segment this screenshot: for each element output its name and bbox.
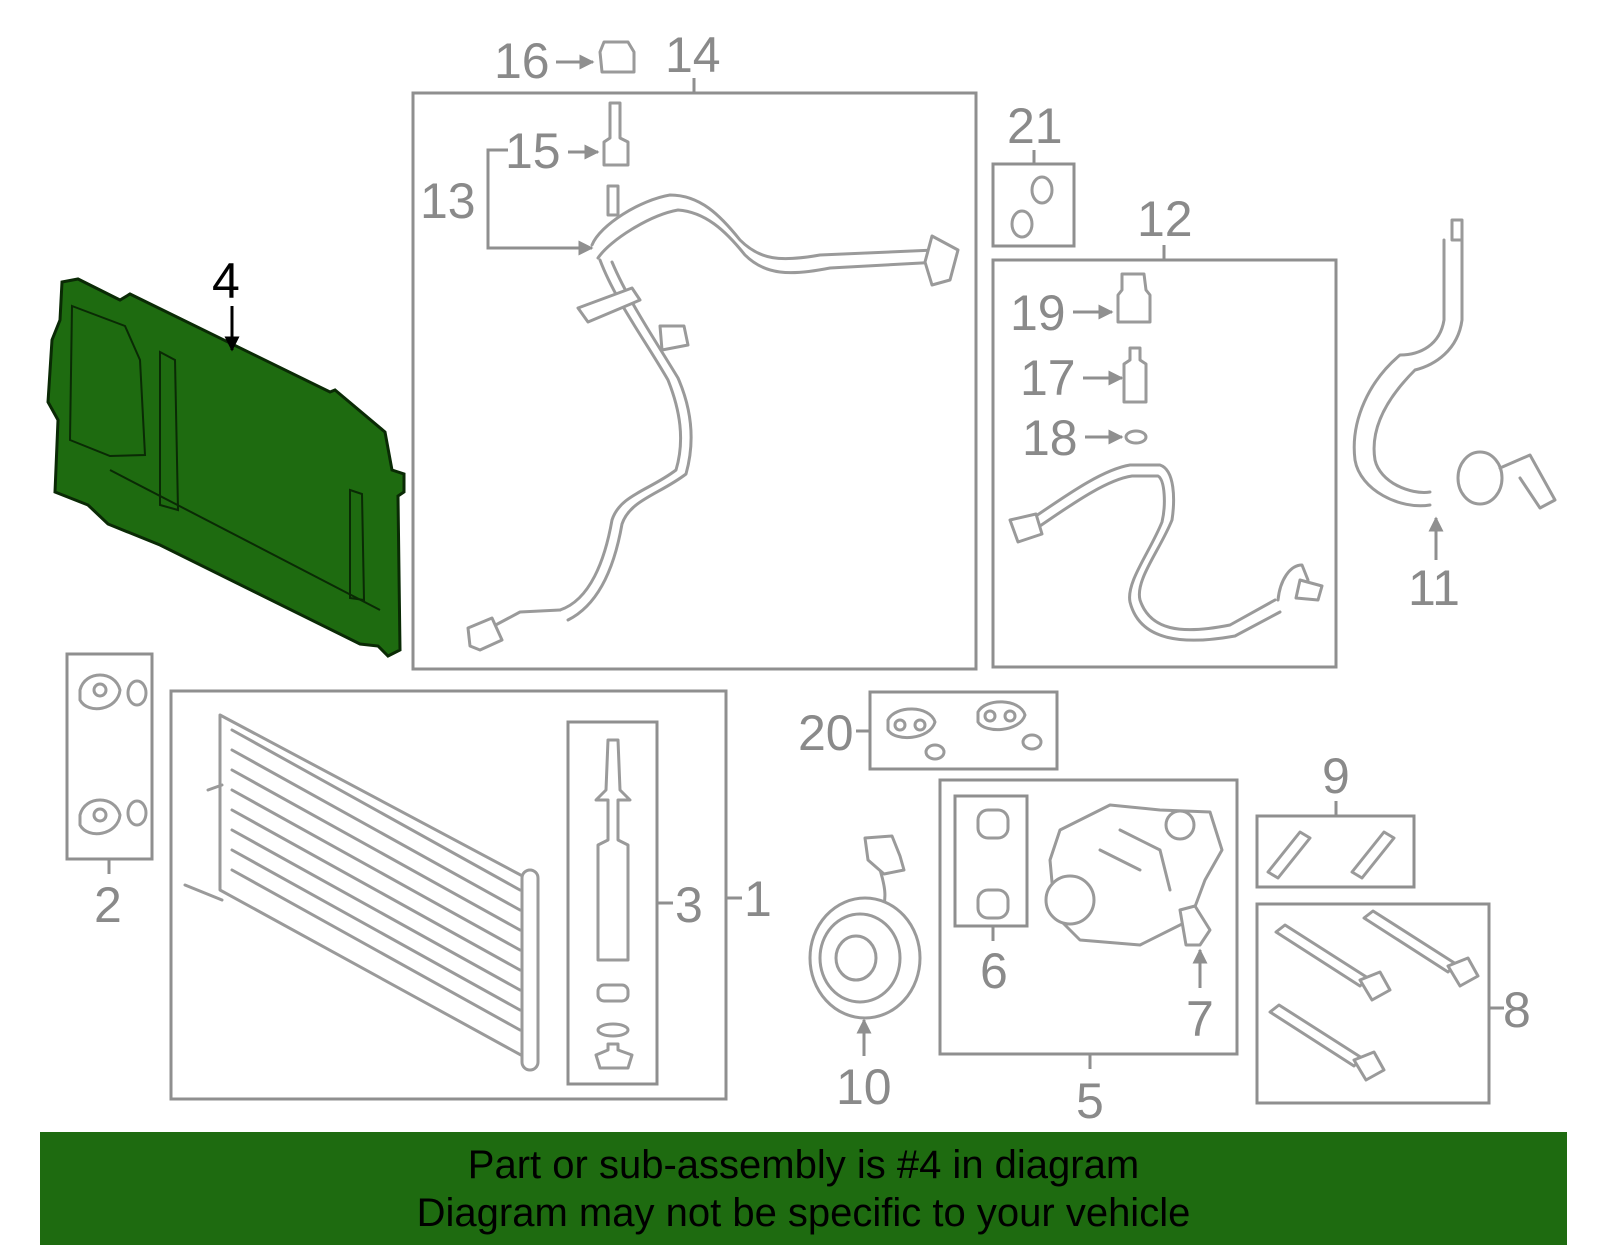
callout-2[interactable]: 2 (94, 877, 122, 933)
box-6 (953, 794, 1029, 928)
part-3-dryer[interactable] (594, 738, 634, 1070)
callout-5[interactable]: 5 (1076, 1073, 1104, 1129)
part-4-shroud[interactable] (46, 277, 406, 658)
part-2-seals[interactable] (78, 673, 148, 836)
callout-19[interactable]: 19 (1010, 285, 1066, 341)
info-banner: Part or sub-assembly is #4 in diagram Di… (40, 1132, 1567, 1245)
callout-15[interactable]: 15 (505, 123, 561, 179)
callout-21[interactable]: 21 (1007, 98, 1063, 154)
part-21-orings[interactable] (1010, 175, 1054, 239)
part-1-condenser[interactable] (183, 713, 540, 1072)
callout-16[interactable]: 16 (494, 33, 550, 89)
box-1 (169, 689, 728, 1101)
callout-6[interactable]: 6 (980, 943, 1008, 999)
callout-17[interactable]: 17 (1020, 350, 1076, 406)
banner-line-1: Part or sub-assembly is #4 in diagram (467, 1142, 1140, 1187)
box-8 (1255, 902, 1491, 1105)
part-20-seals[interactable] (886, 700, 1043, 761)
part-19-sensor[interactable] (1116, 272, 1152, 324)
callout-8[interactable]: 8 (1503, 982, 1531, 1038)
callout-7[interactable]: 7 (1186, 991, 1214, 1047)
part-8-bolts[interactable] (1268, 909, 1480, 1082)
part-18-oring[interactable] (1124, 429, 1148, 445)
leader-13 (486, 148, 594, 256)
callout-3[interactable]: 3 (675, 877, 703, 933)
part-15-switch[interactable] (602, 101, 630, 167)
callout-12[interactable]: 12 (1137, 191, 1193, 247)
part-16-cap[interactable] (598, 40, 636, 74)
part-12-line[interactable] (1008, 463, 1324, 642)
part-6-spacers[interactable] (976, 808, 1010, 920)
callout-4[interactable]: 4 (212, 253, 240, 309)
callout-9[interactable]: 9 (1322, 748, 1350, 804)
banner-line-2: Diagram may not be specific to your vehi… (416, 1190, 1191, 1235)
part-9-pins[interactable] (1266, 830, 1396, 880)
part-17-valve[interactable] (1122, 346, 1148, 404)
part-10-clutch[interactable] (808, 834, 922, 1020)
part-7-switch[interactable] (1178, 904, 1212, 947)
callout-20[interactable]: 20 (798, 705, 854, 761)
box-14 (411, 91, 978, 671)
callout-10[interactable]: 10 (836, 1059, 892, 1115)
part-14-line-assembly[interactable] (466, 184, 960, 652)
callout-13[interactable]: 13 (420, 173, 476, 229)
callout-11[interactable]: 11 (1408, 560, 1460, 616)
part-11-hose[interactable] (1352, 218, 1557, 510)
box-21 (991, 162, 1076, 248)
box-2 (65, 652, 154, 861)
callout-18[interactable]: 18 (1022, 410, 1078, 466)
callout-14[interactable]: 14 (665, 27, 721, 83)
callout-1[interactable]: 1 (744, 871, 772, 927)
